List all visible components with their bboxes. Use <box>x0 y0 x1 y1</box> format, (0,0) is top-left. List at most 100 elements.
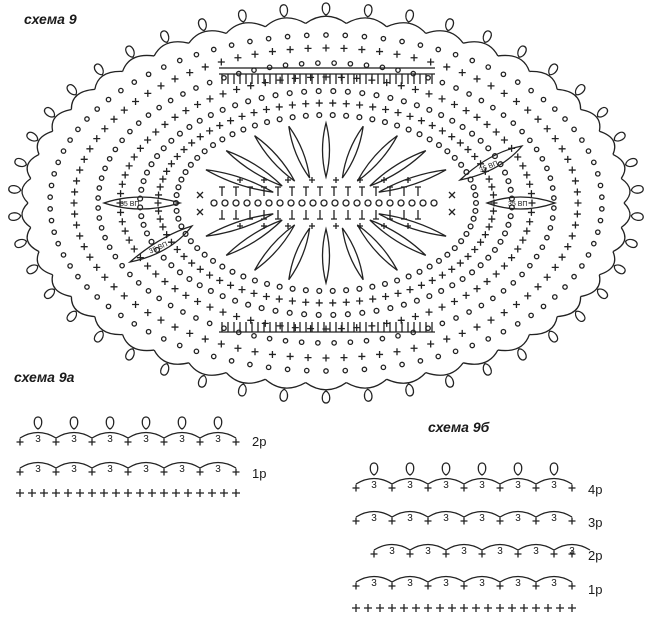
chain-loop <box>435 353 442 360</box>
row-label: 1р <box>252 466 266 481</box>
plus-stitch <box>411 85 419 93</box>
plus-stitch <box>424 604 432 612</box>
dc-stitch <box>247 210 253 220</box>
picot <box>69 416 79 430</box>
chain-loop <box>540 96 547 103</box>
picot <box>482 362 492 376</box>
picot <box>624 157 638 168</box>
chain-loop <box>175 184 182 191</box>
plus-stitch <box>156 215 164 223</box>
plus-stitch <box>76 232 84 240</box>
chain-arch <box>463 510 501 518</box>
plus-stitch <box>262 293 270 301</box>
plus-stitch <box>532 484 540 492</box>
dc-stitch <box>261 186 267 196</box>
chain-loop <box>282 62 289 69</box>
picot <box>548 330 559 343</box>
chain-loop <box>47 206 54 212</box>
plus-stitch <box>558 145 566 153</box>
chain-loop <box>458 161 465 168</box>
chain-loop <box>160 64 167 70</box>
chain-loop <box>167 302 174 309</box>
leaf-petal <box>341 227 364 281</box>
leaf-petal <box>369 150 427 187</box>
plus-stitch <box>393 50 401 58</box>
chain-loop <box>426 136 433 143</box>
chain-loop <box>426 263 433 270</box>
chain-loop <box>301 311 308 318</box>
chain-loop <box>417 358 424 364</box>
plus-stitch <box>40 489 48 497</box>
chain-loop <box>381 119 389 126</box>
chain-loop <box>590 240 597 247</box>
chain-loop <box>245 98 252 105</box>
dc-stitch <box>255 73 261 84</box>
oval-stitch-rings <box>47 32 605 374</box>
plus-stitch <box>388 604 396 612</box>
plus-stitch <box>261 177 267 183</box>
picot <box>630 212 644 221</box>
chain-loop <box>228 42 235 48</box>
row-label: 3р <box>588 515 602 530</box>
leaf-petal <box>254 135 296 182</box>
chain-loop <box>439 79 446 86</box>
chain-loop <box>168 137 175 144</box>
dc-stitch <box>237 322 243 333</box>
plus-stitch <box>388 582 396 590</box>
plus-stitch <box>573 210 581 218</box>
plus-stitch <box>556 604 564 612</box>
plus-stitch <box>186 329 194 337</box>
plus-stitch <box>227 117 235 125</box>
chain-loop <box>178 176 185 183</box>
chain-loop <box>145 287 152 294</box>
chain-loop <box>597 182 604 189</box>
chain-loop <box>266 335 273 342</box>
plus-stitch <box>132 301 140 309</box>
chain-arch <box>188 30 227 44</box>
plus-stitch <box>233 85 241 93</box>
chain-loop <box>331 340 337 346</box>
chain-loop <box>507 186 514 193</box>
oval-leaf-petals <box>205 120 447 286</box>
chain-loop <box>60 148 67 154</box>
plus-stitch <box>524 106 532 114</box>
plus-stitch <box>132 97 140 105</box>
chain-arch <box>127 431 165 439</box>
row-label: 2р <box>252 434 266 449</box>
chain-loop <box>60 252 67 258</box>
plus-stitch <box>304 354 312 362</box>
dc-stitch <box>399 73 405 84</box>
plus-stitch <box>201 335 209 343</box>
plus-stitch <box>424 517 432 525</box>
chain-loop <box>201 148 208 155</box>
chain-loop <box>201 251 208 258</box>
plus-stitch <box>411 313 419 321</box>
plus-stitch <box>477 238 485 246</box>
leaf-petal <box>341 125 364 179</box>
chain-arch <box>55 431 93 439</box>
chain-loop <box>263 119 271 126</box>
chain-loop <box>500 287 507 294</box>
plus-stitch <box>492 270 500 278</box>
chain-loop <box>119 262 125 269</box>
chain-arch <box>612 227 626 253</box>
plus-stitch <box>180 252 188 260</box>
chain-arch <box>19 431 57 439</box>
chain-arch <box>425 362 464 376</box>
chain-arch <box>425 30 464 44</box>
plus-stitch <box>194 298 202 306</box>
chain-arch <box>127 461 165 469</box>
chain-loop <box>84 284 90 290</box>
chain-count-label: 3 <box>71 434 77 445</box>
plus-stitch <box>544 604 552 612</box>
chain-loop <box>173 207 180 214</box>
chain-loop <box>316 287 323 294</box>
chain-loop <box>138 186 145 193</box>
chain-loop <box>176 130 183 137</box>
chain-loop <box>127 128 133 135</box>
plus-stitch <box>171 285 179 293</box>
plus-stitch <box>173 245 181 253</box>
chain-loop <box>194 154 201 161</box>
chain-loop <box>193 51 200 58</box>
chain-loop <box>459 275 466 283</box>
